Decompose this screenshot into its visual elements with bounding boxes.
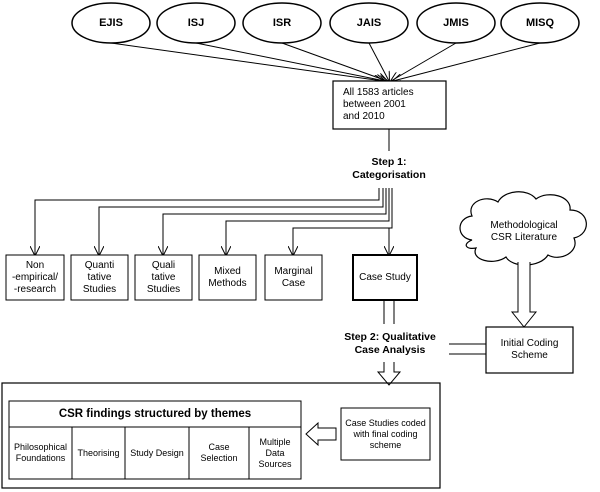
coded-to-themes-arrow	[305, 421, 337, 447]
step1-label: Step 1: Categorisation	[339, 153, 439, 185]
coding-scheme-box	[485, 326, 574, 374]
theme-cell-theorising: Theorising	[77, 447, 120, 458]
category-box-qualitative	[134, 254, 193, 301]
literature-cloud	[459, 191, 587, 266]
category-box-quantitative	[70, 254, 129, 301]
categorisation-connectors	[35, 129, 392, 255]
cloud-to-scheme-arrow	[510, 262, 538, 328]
step2-label: Step 2: Qualitative Case Analysis	[331, 327, 449, 361]
category-box-case-study	[352, 254, 418, 301]
journal-label-ejis: EJIS	[99, 17, 123, 29]
scheme-to-analysis-lines	[449, 343, 486, 355]
coding-scheme-text: Initial Coding Scheme	[500, 338, 559, 361]
coded-case-studies-text: Case Studies coded with final coding sch…	[345, 417, 426, 450]
journal-label-misq: MISQ	[525, 17, 555, 29]
themes-table	[8, 400, 302, 480]
coded-case-studies-box	[340, 407, 431, 461]
journal-label-isr: ISR	[272, 17, 292, 29]
category-box-marginal-case	[264, 254, 323, 301]
category-label-case-study: Case Study	[359, 271, 411, 283]
journal-ellipses	[71, 2, 580, 44]
literature-cloud-text: Methodological CSR Literature	[490, 220, 558, 243]
casestudy-to-step2-arrow	[383, 300, 395, 324]
journal-label-isj: ISJ	[187, 17, 205, 29]
journal-label-jmis: JMIS	[443, 17, 469, 29]
category-label-non-empirical: Non-empirical/-research	[11, 259, 59, 295]
results-container	[1, 382, 441, 489]
articles-box-text: All 1583 articles between 2001 and 2010	[343, 87, 414, 122]
articles-box	[332, 80, 447, 130]
category-box-non-empirical	[5, 254, 65, 301]
category-box-mixed-methods	[198, 254, 257, 301]
step2-to-results-arrow	[376, 362, 402, 386]
themes-title: CSR findings structured by themes	[58, 408, 252, 420]
journal-label-jais: JAIS	[356, 17, 382, 29]
journal-arrows	[110, 42, 541, 81]
theme-cell-study-design: Study Design	[130, 447, 184, 458]
category-boxes	[5, 254, 323, 301]
